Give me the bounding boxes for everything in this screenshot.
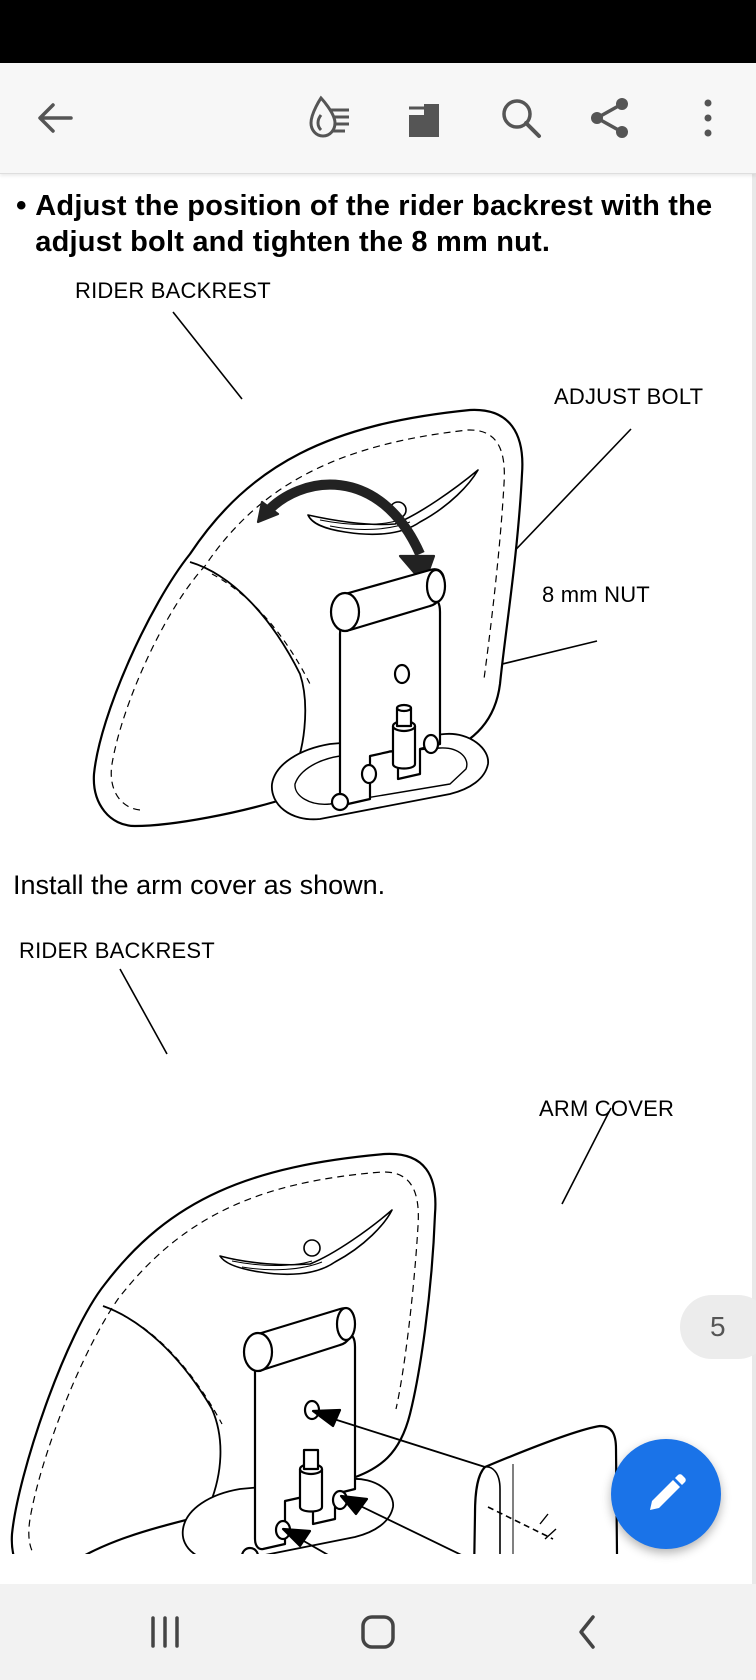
fig1-adjust-bolt-label: ADJUST BOLT <box>554 384 704 409</box>
bullet-marker: • <box>16 189 27 222</box>
text-reflow-button[interactable] <box>300 88 360 148</box>
bookmark-icon <box>409 99 439 137</box>
install-instruction: Install the arm cover as shown. <box>13 870 386 900</box>
back-icon <box>579 1615 595 1649</box>
more-options-button[interactable] <box>678 88 738 148</box>
system-back-button[interactable] <box>548 1602 628 1662</box>
search-icon <box>502 99 541 138</box>
text-reflow-icon <box>309 95 349 138</box>
share-button[interactable] <box>580 88 640 148</box>
search-button[interactable] <box>491 88 551 148</box>
edit-pencil-icon <box>650 1474 686 1510</box>
recent-apps-button[interactable] <box>125 1602 205 1662</box>
page-number-indicator[interactable]: 5 <box>680 1295 756 1359</box>
home-button[interactable] <box>338 1602 418 1662</box>
toolbar <box>0 63 756 174</box>
back-arrow-icon <box>38 103 73 133</box>
arm-cover-installation-diagram <box>10 968 619 1554</box>
recent-apps-icon <box>151 1616 179 1648</box>
fig1-nut-label: 8 mm NUT <box>542 582 650 607</box>
page-edge <box>752 174 756 1584</box>
bookmark-button[interactable] <box>394 88 454 148</box>
instruction-text: Adjust the position of the rider backres… <box>35 190 713 258</box>
share-icon <box>591 98 628 138</box>
home-icon <box>361 1615 395 1649</box>
status-bar <box>0 0 756 63</box>
document-page[interactable]: • Adjust the position of the rider backr… <box>0 174 756 1584</box>
backrest-adjustment-diagram <box>92 311 632 828</box>
back-button[interactable] <box>25 88 85 148</box>
fig2-arm-cover-label: ARM COVER <box>539 1096 675 1121</box>
instruction-bullet: • Adjust the position of the rider backr… <box>16 188 716 260</box>
fig2-rider-backrest-label: RIDER BACKREST <box>19 938 215 963</box>
edit-button[interactable] <box>611 1439 721 1549</box>
fig1-rider-backrest-label: RIDER BACKREST <box>75 278 271 303</box>
more-vertical-icon <box>704 99 712 137</box>
system-navigation-bar <box>0 1584 756 1680</box>
